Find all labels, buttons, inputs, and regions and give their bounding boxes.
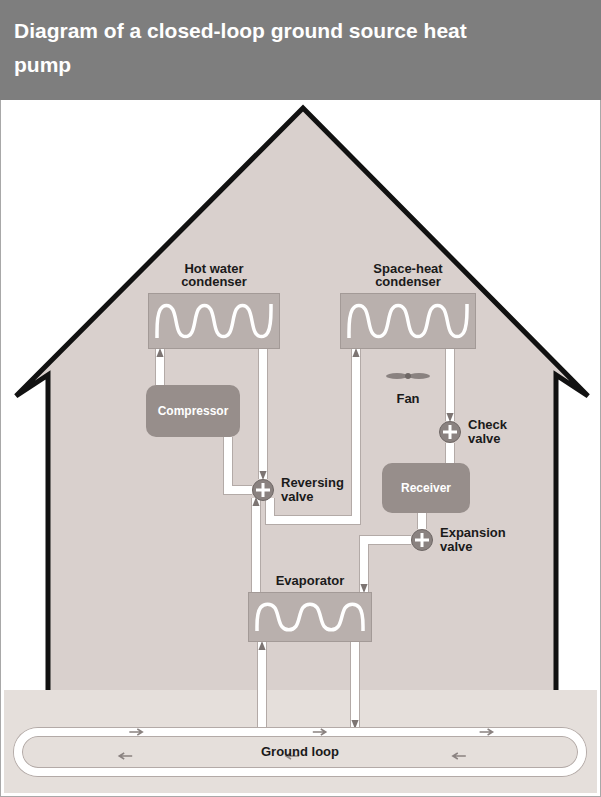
valve-cross bbox=[412, 530, 432, 550]
title: Diagram of a closed-loop ground source h… bbox=[14, 14, 484, 82]
flow-arrow bbox=[313, 729, 326, 735]
pipe-outline bbox=[257, 642, 267, 728]
valve-symbol: Check valve bbox=[439, 421, 461, 443]
valve-handle bbox=[443, 425, 457, 439]
pipe-outline bbox=[270, 349, 356, 520]
refrigerant-pipe bbox=[258, 642, 266, 728]
refrigerant-pipe bbox=[446, 443, 454, 463]
flow-arrow bbox=[129, 729, 142, 735]
valve-symbol: Expansion valve bbox=[411, 529, 433, 551]
refrigerant-pipe bbox=[364, 540, 411, 592]
flow-arrow bbox=[119, 753, 132, 759]
coil-tubing bbox=[341, 294, 475, 348]
component-label: Evaporator bbox=[255, 574, 365, 588]
ground-loop: Ground loop bbox=[14, 728, 586, 776]
pipe-outline bbox=[155, 349, 165, 385]
component-label: Hot water condenser bbox=[174, 262, 254, 289]
refrigerant-pipe bbox=[270, 349, 356, 520]
pipe-outline bbox=[251, 498, 261, 592]
valve-cross bbox=[253, 480, 273, 500]
title-band: Diagram of a closed-loop ground source h… bbox=[0, 0, 601, 100]
refrigerant-pipe bbox=[418, 513, 426, 529]
condenser-coil: Space-heat condenser bbox=[340, 293, 476, 349]
refrigerant-pipe bbox=[252, 498, 260, 592]
house-outline bbox=[16, 108, 588, 690]
pipe-outline bbox=[350, 642, 360, 728]
receiver-box: Receiver bbox=[382, 463, 470, 513]
component-label: Space-heat condenser bbox=[366, 262, 450, 289]
component-label: Expansion valve bbox=[440, 526, 506, 553]
condenser-coil: Hot water condenser bbox=[148, 293, 280, 349]
coil-tube bbox=[349, 304, 467, 338]
part-label: Fan bbox=[396, 391, 419, 406]
flow-arrow bbox=[480, 729, 493, 735]
compressor-box: Compressor bbox=[146, 385, 240, 437]
valve-handle bbox=[415, 533, 429, 547]
house-fill bbox=[16, 108, 588, 690]
evaporator-coil: Evaporator bbox=[248, 592, 372, 642]
valve-cross bbox=[440, 422, 460, 442]
pipe-outline bbox=[445, 443, 455, 463]
coil-tube bbox=[157, 304, 271, 338]
ground bbox=[4, 690, 597, 793]
refrigerant-pipe bbox=[259, 349, 267, 479]
component-label: Reversing valve bbox=[281, 476, 344, 503]
component-name: Compressor bbox=[158, 405, 229, 418]
refrigerant-pipe bbox=[446, 349, 454, 421]
coil-tubing bbox=[149, 294, 279, 348]
pipe-outline bbox=[364, 540, 411, 592]
pipe-outline bbox=[228, 437, 252, 490]
pipe-outline bbox=[445, 349, 455, 421]
component-label: Ground loop bbox=[261, 745, 339, 759]
pipe-outline bbox=[417, 513, 427, 529]
fan-symbol bbox=[386, 373, 430, 379]
component-name: Receiver bbox=[401, 482, 451, 495]
refrigerant-pipe bbox=[351, 642, 359, 728]
coil-tubing bbox=[249, 593, 371, 641]
valve-handle bbox=[256, 483, 270, 497]
refrigerant-pipe bbox=[156, 349, 164, 385]
refrigerant-pipe bbox=[228, 437, 252, 490]
component-label: Check valve bbox=[468, 418, 507, 445]
coil-tube bbox=[257, 604, 363, 631]
valve-symbol: Reversing valve bbox=[252, 479, 274, 501]
pipe-outline bbox=[258, 349, 268, 479]
flow-arrow bbox=[453, 753, 466, 759]
